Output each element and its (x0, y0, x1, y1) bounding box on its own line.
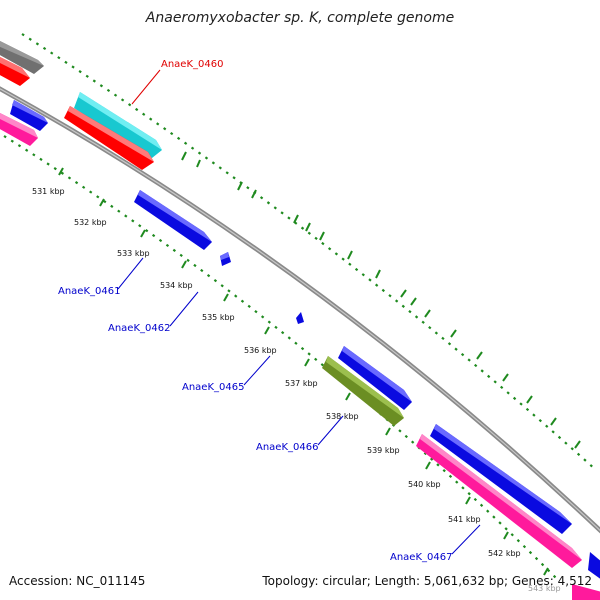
tick-label-531: 531 kbp (32, 187, 65, 196)
gene-label-anaek-0466[interactable]: AnaeK_0466 (256, 442, 318, 453)
tick-label-533: 533 kbp (117, 249, 150, 258)
genome-summary-text: Topology: circular; Length: 5,061,632 bp… (262, 574, 592, 588)
tick-label-539: 539 kbp (367, 446, 400, 455)
leader-line-0460 (131, 69, 161, 105)
genome-backbone (0, 86, 600, 534)
gene-label-anaek-0465[interactable]: AnaeK_0465 (182, 382, 244, 393)
tick-label-542: 542 kbp (488, 549, 521, 558)
tick-label-541: 541 kbp (448, 515, 481, 524)
gene-label-anaek-0461[interactable]: AnaeK_0461 (58, 286, 120, 297)
leader-line-0461 (117, 257, 144, 290)
tick-label-537: 537 kbp (285, 379, 318, 388)
gene-pink-edge[interactable] (572, 584, 600, 600)
gene-label-anaek-0460[interactable]: AnaeK_0460 (161, 59, 223, 70)
accession-text: Accession: NC_011145 (9, 574, 146, 588)
tick-label-540: 540 kbp (408, 480, 441, 489)
leader-line-0467 (451, 524, 481, 555)
tick-label-536: 536 kbp (244, 346, 277, 355)
tick-label-534: 534 kbp (160, 281, 193, 290)
outer-tick-track (21, 33, 597, 471)
gene-blue-edge[interactable] (588, 552, 600, 580)
gene-blue-lower[interactable] (430, 424, 572, 534)
inner-tick-marks (58, 167, 549, 576)
gene-label-anaek-0462[interactable]: AnaeK_0462 (108, 323, 170, 334)
outer-tick-marks (80, 96, 581, 449)
map-title: Anaeromyxobacter sp. K, complete genome (145, 10, 455, 26)
inner-tick-track (3, 135, 557, 579)
leader-line-0465 (243, 355, 271, 386)
gene-red-anaek-0460[interactable] (64, 106, 154, 170)
tick-label-532: 532 kbp (74, 218, 107, 227)
tick-label-543: 543 kbp (528, 584, 561, 593)
gene-blue-anaek-0466[interactable] (338, 346, 412, 410)
gene-label-anaek-0467[interactable]: AnaeK_0467 (390, 552, 452, 563)
tick-label-535: 535 kbp (202, 313, 235, 322)
gene-blue-anaek-0465[interactable] (296, 312, 304, 324)
gene-blue-anaek-0461[interactable] (134, 190, 212, 250)
gene-cyan[interactable] (74, 92, 162, 158)
gene-pink-anaek-0467[interactable] (416, 434, 582, 568)
leader-line-0462 (169, 291, 199, 327)
leader-line-0466 (317, 415, 344, 446)
